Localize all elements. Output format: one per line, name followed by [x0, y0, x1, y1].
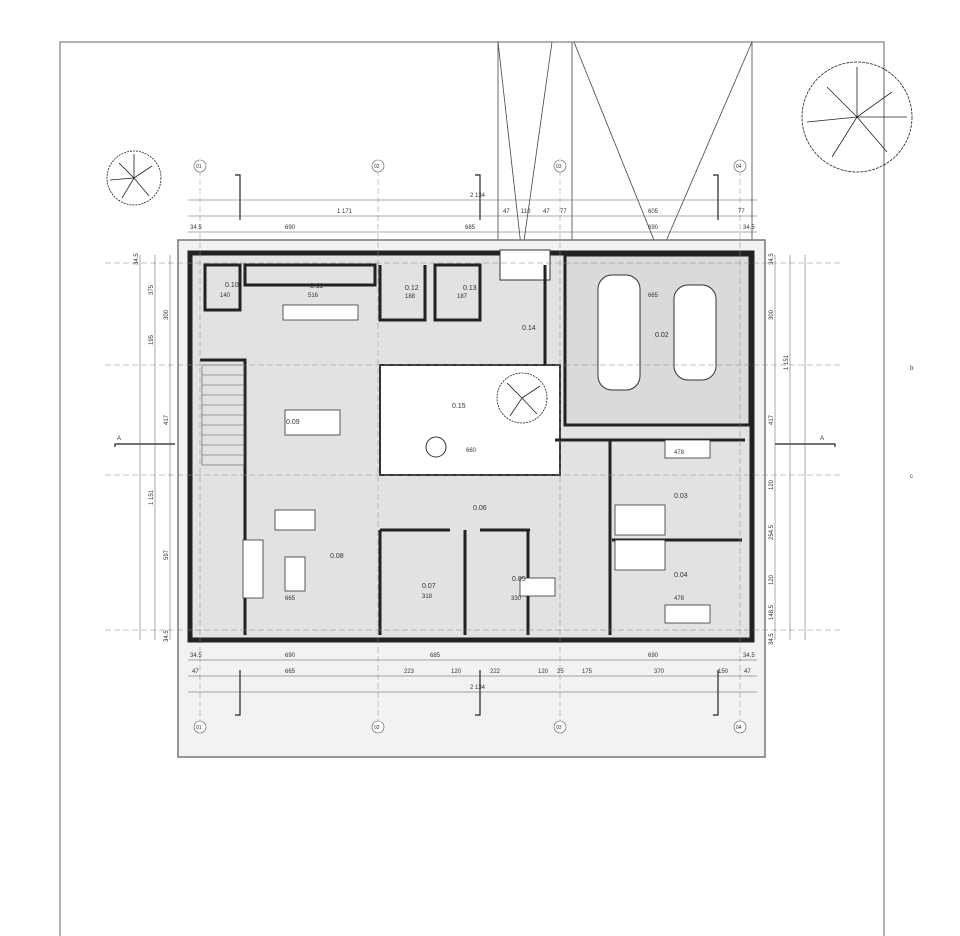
room-area: 330: [511, 596, 522, 602]
dim-top: 34.5: [190, 225, 202, 231]
dim-top: 690: [285, 225, 296, 231]
entrance: [499, 249, 551, 281]
room-label: 0.05: [512, 576, 526, 583]
dim-left: 195: [149, 334, 155, 345]
section-mark-a: A: [117, 436, 121, 442]
dim-bottom: 370: [654, 669, 665, 675]
dim-bottom: 685: [430, 653, 441, 659]
dim-right: 120: [769, 479, 775, 490]
dim-right: 120: [769, 574, 775, 585]
dim-right: 34.5: [769, 633, 775, 645]
room-label: 0.15: [452, 403, 466, 410]
dim-bottom: 47: [744, 669, 751, 675]
room-area: 478: [674, 450, 685, 456]
room-label: 0.09: [286, 419, 300, 426]
dim-bottom: 34.5: [190, 653, 202, 659]
dim-bottom: 690: [285, 653, 296, 659]
grid-label: 03: [556, 164, 562, 170]
tree-icon: [496, 372, 548, 424]
grid-label: 01: [196, 725, 202, 731]
dim-bottom: 120: [538, 669, 549, 675]
dim-top: 34.5: [743, 225, 755, 231]
dim-right: 254.5: [769, 524, 775, 540]
plot-boundary: [59, 41, 885, 936]
grid-label: 01: [196, 164, 202, 170]
room-area: 660: [466, 448, 477, 454]
dim-bottom: 690: [648, 653, 659, 659]
room-label: 0.08: [330, 553, 344, 560]
dim-left: 375: [149, 284, 155, 295]
dim-left: 597: [164, 549, 170, 560]
garage: [563, 253, 752, 427]
section-mark-b: b: [910, 366, 914, 372]
interior-walls: [200, 263, 745, 635]
grid-lines: [105, 170, 840, 725]
dim-bottom: 120: [451, 669, 462, 675]
grid-label: 03: [556, 725, 562, 731]
room-label: 0.07: [422, 583, 436, 590]
dim-left: 300: [164, 309, 170, 320]
room-area: 665: [285, 596, 296, 602]
dim-bottom: 150: [718, 669, 729, 675]
driveway-sightlines: [497, 41, 753, 256]
dim-right: 417: [769, 414, 775, 425]
dim-bottom: 34.5: [743, 653, 755, 659]
furniture: [242, 304, 711, 624]
room-area: 187: [457, 294, 468, 300]
dim-right: 1 151: [784, 354, 790, 370]
dim-top: 47: [503, 209, 510, 215]
room-label: 0.12: [405, 285, 419, 292]
dim-top: 77: [560, 209, 567, 215]
dim-top: 690: [648, 225, 659, 231]
room-label: 0.14: [522, 325, 536, 332]
grid-label: 04: [736, 164, 742, 170]
room-area: 665: [648, 293, 659, 299]
grid-label: 02: [374, 164, 380, 170]
dim-left: 417: [164, 414, 170, 425]
dim-bottom: 222: [490, 669, 501, 675]
dim-right: 34.5: [769, 253, 775, 265]
dim-right: 300: [769, 309, 775, 320]
dim-bottom: 25: [557, 669, 564, 675]
room-label: 0.11: [310, 283, 323, 290]
dim-top: 77: [738, 209, 745, 215]
room-label: 0.10: [225, 282, 239, 289]
room-label: 0.04: [674, 572, 688, 579]
dim-top: 110: [521, 209, 531, 215]
dim-overall-bottom: 2 134: [470, 685, 486, 691]
room-label: 0.03: [674, 493, 688, 500]
room-area: 516: [308, 293, 319, 299]
dim-bottom: 223: [404, 669, 415, 675]
dim-top: 685: [465, 225, 476, 231]
dim-left: 34.5: [164, 630, 170, 642]
dim-bottom: 175: [582, 669, 593, 675]
car-icon: [597, 274, 717, 391]
dim-top: 47: [543, 209, 550, 215]
dim-top: 605: [648, 209, 659, 215]
dim-top: 1 171: [337, 209, 353, 215]
grid-label: 04: [736, 725, 742, 731]
round-table-icon: [425, 436, 447, 458]
room-area: 140: [220, 293, 231, 299]
dim-bottom: 47: [192, 669, 199, 675]
tree-icon: [106, 150, 162, 206]
grid-label: 02: [374, 725, 380, 731]
dim-left: 34.5: [134, 253, 140, 265]
dim-bottom: 665: [285, 669, 296, 675]
dim-left: 1 151: [149, 489, 155, 505]
room-area: 318: [422, 594, 433, 600]
dim-overall-top: 2 134: [470, 193, 486, 199]
room-label: 0.02: [655, 332, 669, 339]
tree-icon: [801, 61, 913, 173]
dim-right: 148.5: [769, 604, 775, 620]
section-mark-c: c: [910, 474, 913, 480]
room-area: 478: [674, 596, 685, 602]
room-label: 0.13: [463, 285, 477, 292]
section-mark-a: A: [820, 436, 824, 442]
room-label: 0.06: [473, 505, 487, 512]
courtyard: [379, 364, 561, 476]
room-area: 188: [405, 294, 416, 300]
